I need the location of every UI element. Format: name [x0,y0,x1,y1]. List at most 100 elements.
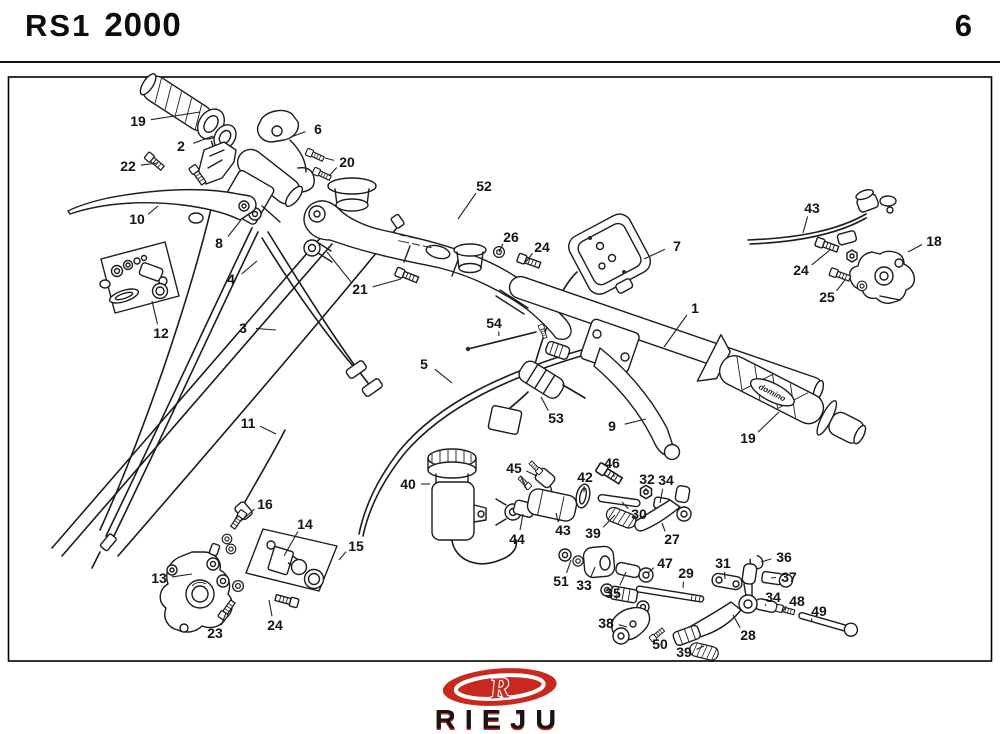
leader-line-14 [283,531,299,557]
part-number-22: 22 [120,158,136,174]
repair-kit-15 [245,528,338,592]
part-number-36: 36 [776,549,792,565]
leader-line-37 [770,576,777,579]
page-number: 6 [954,8,972,43]
leader-line-30 [621,501,629,510]
washer [558,548,572,562]
part-number-4: 4 [227,271,235,287]
part-number-42: 42 [577,469,593,485]
leader-line-52 [457,192,477,220]
leader-line-2 [193,135,214,144]
part-number-7: 7 [673,238,681,254]
part-number-48: 48 [789,593,805,609]
leader-line-19 [757,411,780,433]
brand-logo-oval: R [443,668,557,707]
bolt [515,252,542,271]
part-number-51: 51 [553,573,569,589]
right-grip: domino [696,333,867,445]
part-number-32: 32 [639,471,655,487]
rear-reservoir [427,448,518,565]
leader-line-44 [519,513,524,531]
shift-lever [634,485,692,532]
front-brake-cable [105,227,253,537]
part-number-44: 44 [509,531,525,547]
fork-cap [453,243,487,274]
nut [846,249,858,263]
leader-line-22 [140,162,159,166]
part-number-9: 9 [608,418,616,434]
part-number-29: 29 [678,565,694,581]
leader-line-21 [326,251,352,283]
part-number-25: 25 [819,289,835,305]
leader-line-20 [324,157,335,161]
part-number-33: 33 [576,577,592,593]
part-number-19: 19 [130,113,146,129]
part-number-49: 49 [811,603,827,619]
clutch-perch [545,318,640,374]
upper-triple-clamp [303,177,572,340]
logo-ring [454,673,546,701]
leader-line-51 [566,559,572,574]
leader-line-43 [802,216,809,234]
bolt [813,236,840,255]
part-number-27: 27 [664,531,680,547]
wiring-connector [487,360,586,435]
knuckle [611,600,651,645]
cable [99,191,216,531]
model-year: 2000 [104,6,182,43]
throttle-cable-assembly [747,189,897,246]
cable-tip [91,551,101,569]
leader-line-47 [647,567,655,574]
steering-stem-line [51,235,323,549]
part-number-30: 30 [631,506,647,522]
clutch-lever [593,347,681,461]
part-number-24: 24 [534,239,550,255]
part-number-40: 40 [400,476,416,492]
nut [639,484,653,500]
leader-line-19 [150,111,201,121]
part-number-12: 12 [153,325,169,341]
leader-line-33 [590,566,596,578]
pedal [672,563,758,646]
leader-line-5 [434,368,453,384]
part-number-39: 39 [585,525,601,541]
part-number-45: 45 [506,460,522,476]
part-number-16: 16 [257,496,273,512]
leader-line-7 [643,248,666,260]
leader-line-1 [663,314,688,348]
cable-end-run [267,231,373,389]
leader-line-39 [696,645,705,650]
logo-letter: R [488,671,511,705]
part-number-24: 24 [267,617,283,633]
gear-linkage [558,484,859,637]
shift-rod [600,583,705,604]
leader-line-35 [619,571,627,586]
leader-line-53 [540,396,549,411]
leader-line-23 [220,612,227,626]
part-number-50: 50 [652,636,668,652]
part-number-24: 24 [793,262,809,278]
leader-line-6 [290,131,306,138]
part-number-54: 54 [486,315,502,331]
part-number-47: 47 [657,555,673,571]
part-number-26: 26 [503,229,519,245]
leader-line-18 [907,244,923,253]
brand-logo: R RIEJU [435,666,565,734]
part-number-13: 13 [151,570,167,586]
cable-adjuster [545,340,571,360]
leader-line-36 [760,558,772,563]
leader-line-13 [171,573,193,578]
pin [615,561,641,579]
leader-line-49 [810,618,813,622]
part-number-14: 14 [297,516,313,532]
part-number-34: 34 [658,472,674,488]
bolt [828,266,852,283]
part-number-3: 3 [239,320,247,336]
bolt [143,151,166,172]
leader-line-3 [255,327,277,331]
leader-line-34 [764,603,767,607]
leader-line-27 [661,522,666,532]
leader-line-11 [259,425,277,435]
